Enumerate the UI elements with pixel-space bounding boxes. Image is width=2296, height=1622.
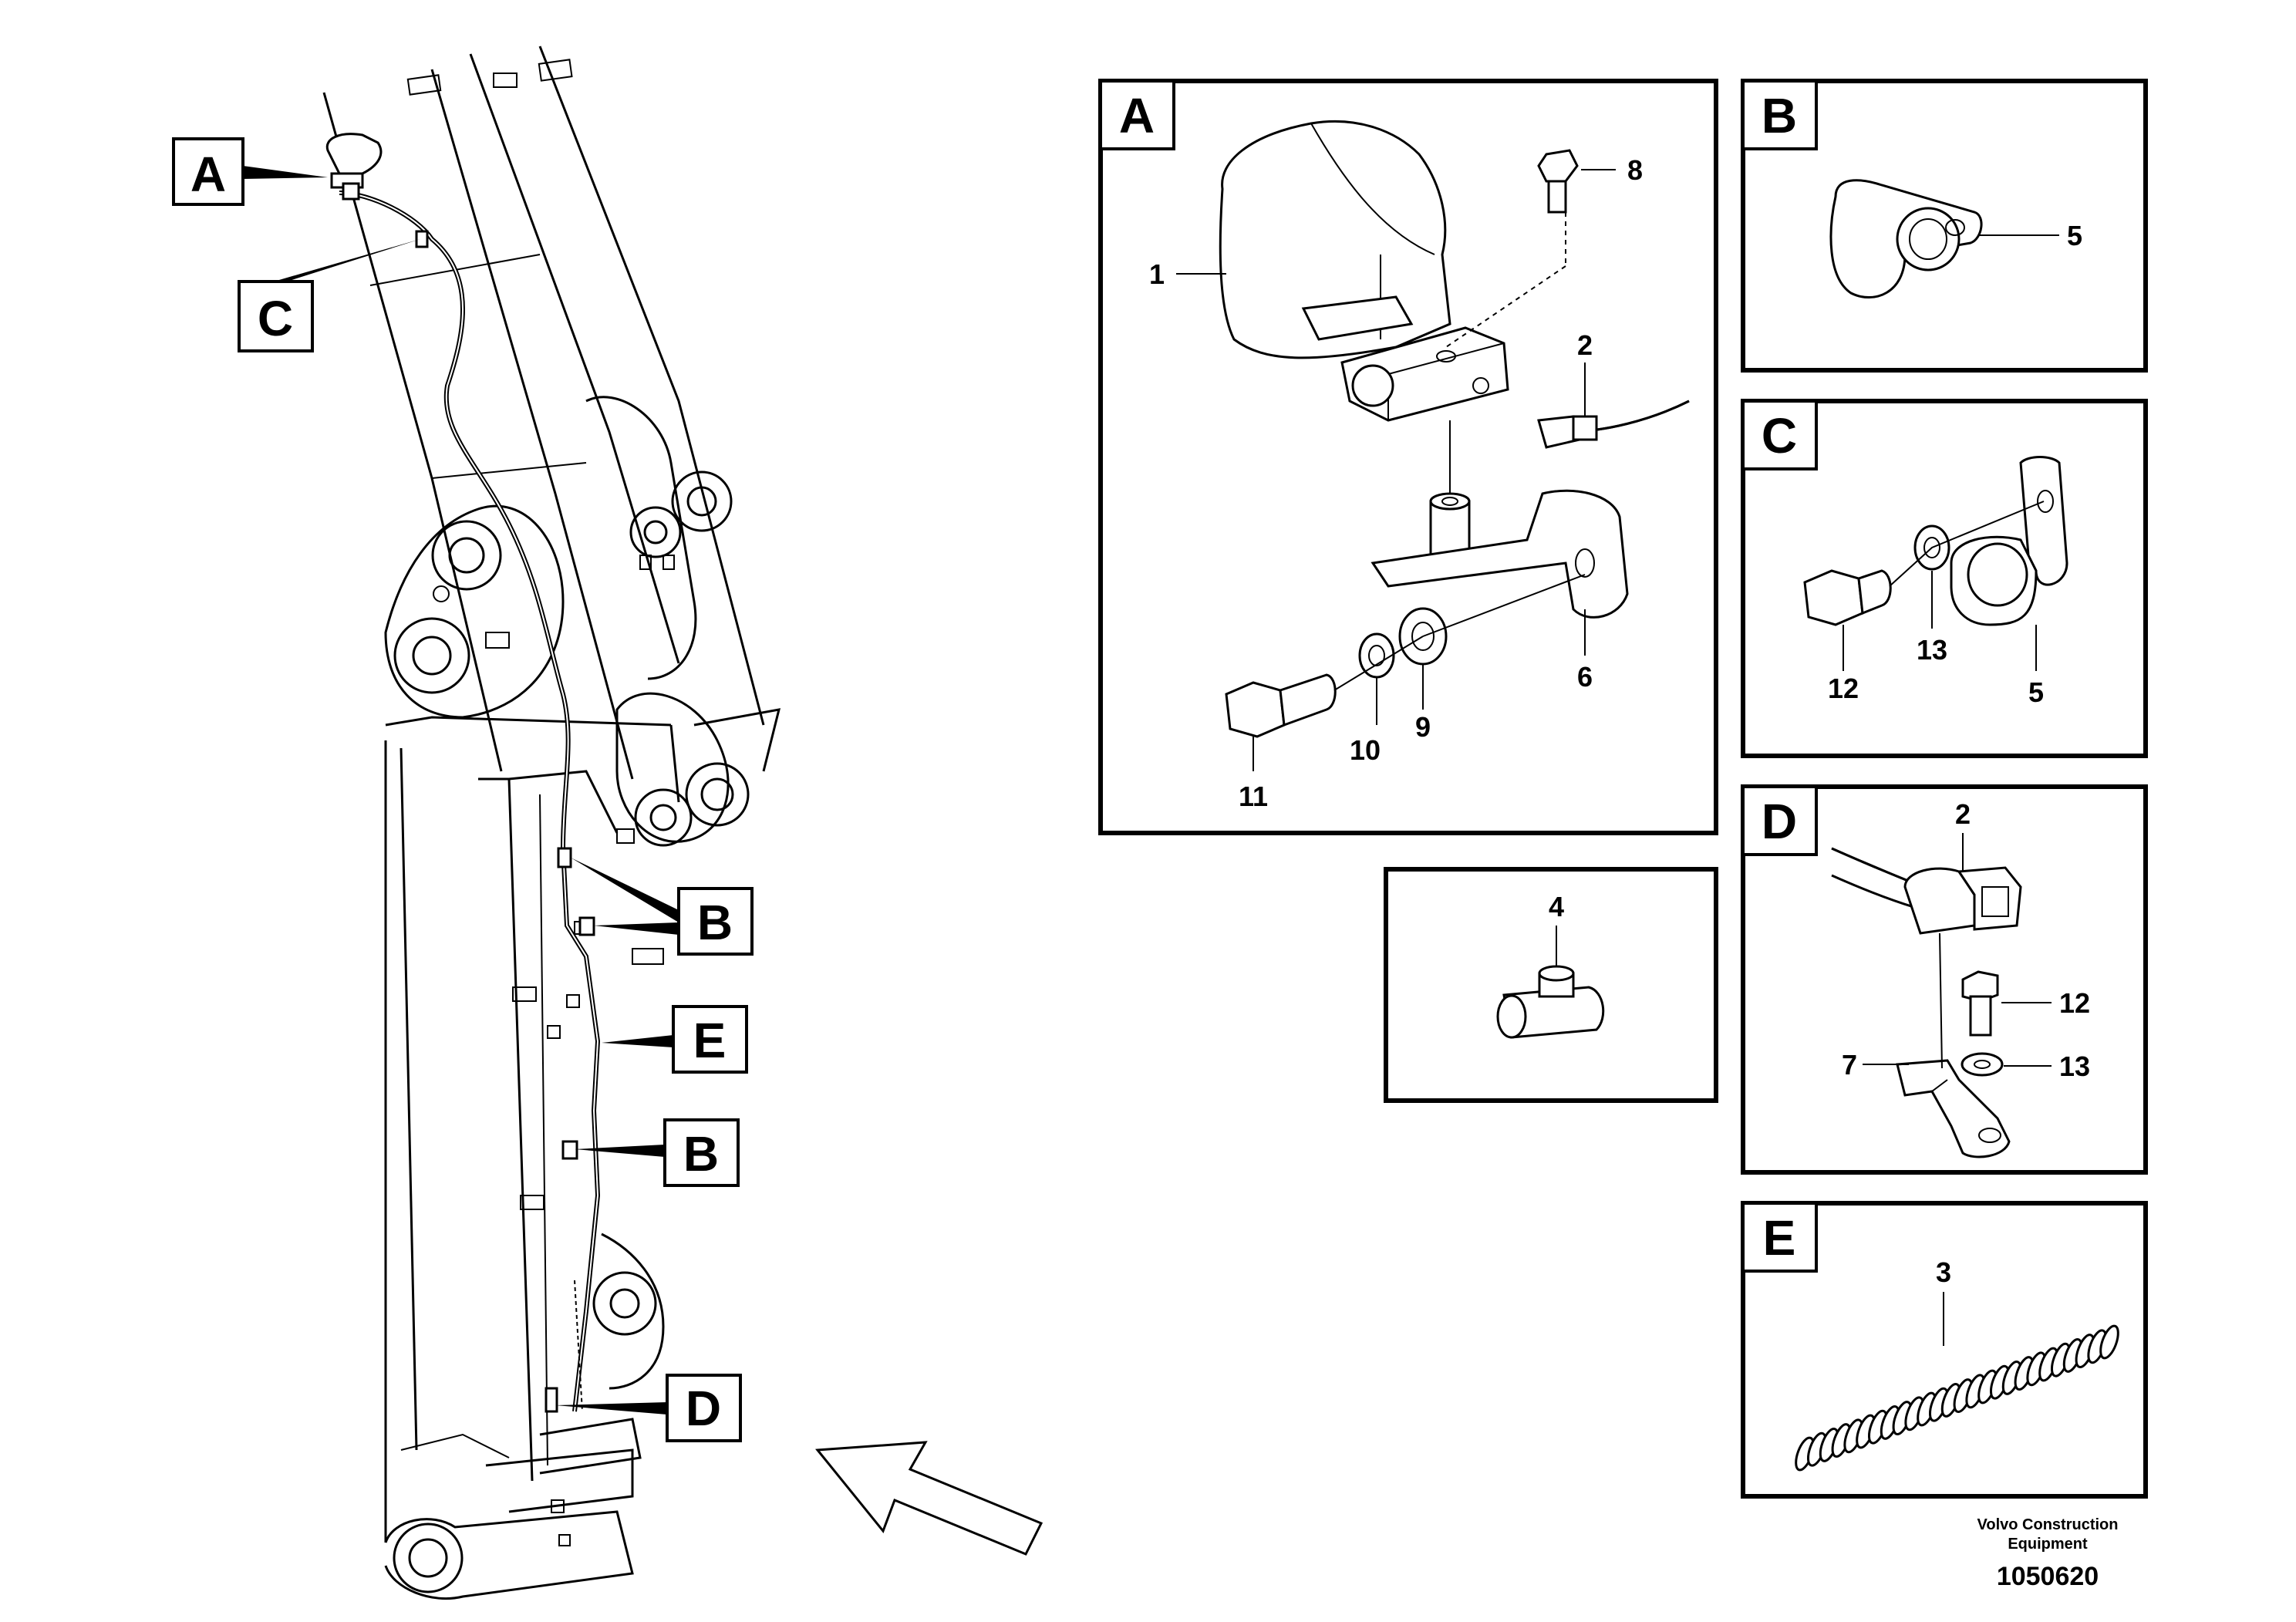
svg-text:13: 13 <box>1917 634 1947 666</box>
svg-text:2: 2 <box>1955 798 1971 830</box>
lock-washer-10 <box>1358 632 1395 679</box>
drawing-number: 1050620 <box>1997 1562 2099 1591</box>
svg-text:E: E <box>1763 1210 1796 1266</box>
bolt-12-c <box>1803 501 2045 626</box>
svg-text:7: 7 <box>1842 1049 1857 1081</box>
clamp-marker-b2 <box>561 1140 578 1160</box>
boom-upper-section <box>322 46 765 780</box>
svg-text:3: 3 <box>1936 1256 1951 1288</box>
svg-text:A: A <box>1119 88 1155 143</box>
washer-13-d <box>1961 1052 2004 1077</box>
credit-line-1: Volvo Construction <box>1977 1516 2119 1533</box>
footer: Volvo Construction Equipment 1050620 <box>1977 1516 2119 1591</box>
svg-text:B: B <box>697 895 733 950</box>
svg-text:12: 12 <box>2059 987 2090 1019</box>
clamp-marker-b1-lower <box>578 916 595 936</box>
p-clamp-5-c <box>1950 456 2068 626</box>
detail-panel-e: E 3 <box>1741 1201 2148 1499</box>
lamp-bracket <box>1371 489 1629 619</box>
bolt-12-d <box>1961 970 1999 1037</box>
callout-b-lower: B <box>575 1118 740 1187</box>
bolt-8 <box>1445 149 1579 348</box>
svg-text:13: 13 <box>2059 1050 2090 1082</box>
bracket-7 <box>1896 1059 2011 1158</box>
connector-2-d <box>1831 847 2022 935</box>
view-direction-arrow <box>815 1441 1043 1556</box>
wiring-harness <box>339 191 601 1412</box>
svg-text:D: D <box>686 1381 721 1436</box>
detail-panel-c: C 12 13 5 <box>1741 399 2148 758</box>
callout-a: A <box>172 137 328 206</box>
spiral-wrap-3 <box>1795 1324 2119 1472</box>
svg-text:1: 1 <box>1149 258 1165 290</box>
p-clamp-5 <box>1829 179 1983 299</box>
svg-text:E: E <box>693 1013 727 1068</box>
tee-fitting-4 <box>1496 965 1605 1039</box>
credit-line-2: Equipment <box>2008 1536 2088 1553</box>
svg-text:5: 5 <box>2067 220 2082 251</box>
connector-marker-d <box>544 1387 558 1413</box>
work-lamp-overview <box>325 133 383 201</box>
svg-text:2: 2 <box>1577 329 1593 361</box>
connector-2 <box>1537 400 1690 449</box>
detail-panel-a: A <box>1098 79 1718 835</box>
coil-turn <box>2099 1324 2119 1360</box>
detail-panel-tee: 4 <box>1384 867 1718 1103</box>
bolt-11 <box>1225 574 1586 738</box>
arm-stick <box>384 716 680 1600</box>
callout-c: C <box>238 239 420 352</box>
svg-text:C: C <box>258 291 293 346</box>
svg-text:6: 6 <box>1577 661 1593 693</box>
svg-text:11: 11 <box>1239 781 1268 812</box>
leader-connector-to-bracket <box>1939 932 1943 1069</box>
svg-text:5: 5 <box>2028 676 2044 708</box>
callout-d: D <box>555 1374 742 1442</box>
clamp-marker-b1 <box>557 847 572 868</box>
lamp-mount-block <box>1340 326 1509 422</box>
excavator-arm-drawing <box>322 46 781 1600</box>
svg-text:D: D <box>1762 794 1797 849</box>
callout-b-upper: B <box>571 858 754 956</box>
svg-text:10: 10 <box>1350 734 1381 766</box>
detail-panel-d: D 2 12 13 7 <box>1741 784 2148 1175</box>
svg-text:4: 4 <box>1549 891 1564 922</box>
clamp-marker-c <box>415 230 429 248</box>
svg-text:C: C <box>1762 408 1797 464</box>
svg-text:A: A <box>190 147 226 202</box>
callout-e: E <box>602 1005 748 1074</box>
svg-text:12: 12 <box>1828 673 1859 704</box>
svg-text:B: B <box>683 1126 719 1182</box>
svg-text:B: B <box>1762 88 1797 143</box>
svg-text:8: 8 <box>1627 154 1643 186</box>
boom-arm-joint <box>384 396 781 847</box>
work-lamp <box>1219 120 1451 359</box>
detail-panel-b: B 5 <box>1741 79 2148 373</box>
svg-text:9: 9 <box>1415 711 1431 743</box>
